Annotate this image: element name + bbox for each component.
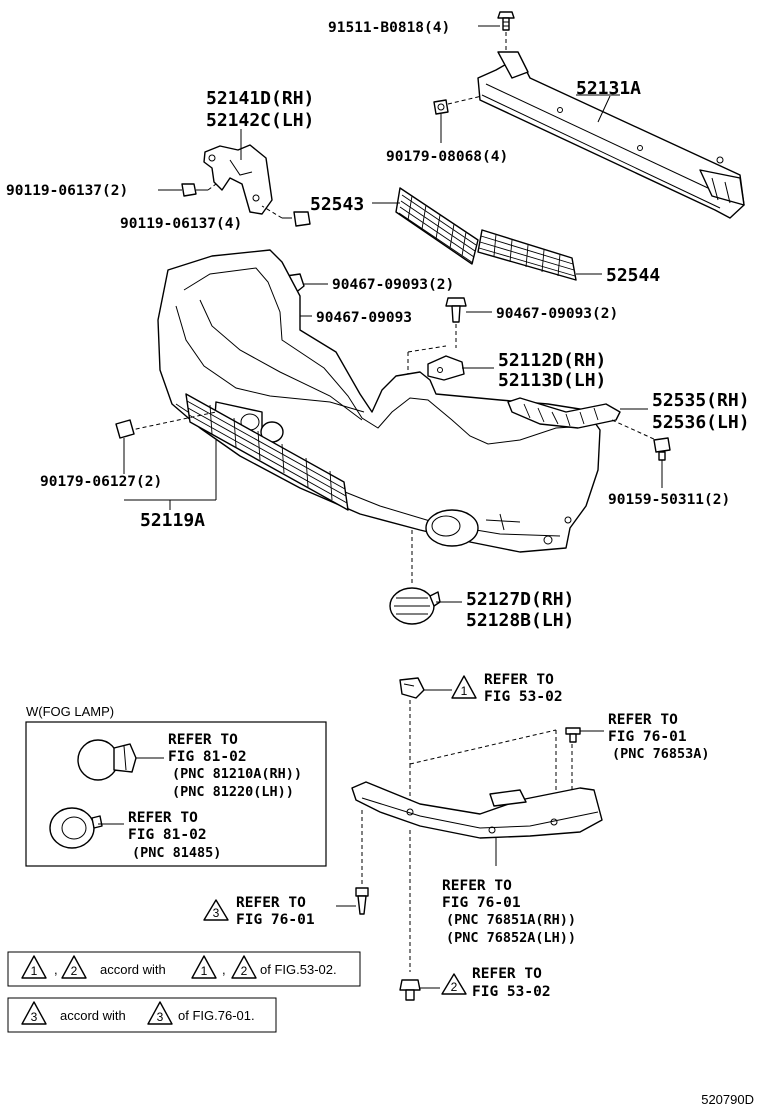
- note-1-box: 1 , 2 accord with 1 , 2 of FIG.53-02.: [7, 951, 361, 987]
- label-bracket-lh: 52142C(LH): [206, 110, 314, 131]
- clip-c-part: [445, 297, 467, 323]
- refer-5302-a-line1: REFER TO: [484, 672, 554, 688]
- grille-lower-part: [477, 229, 577, 281]
- svg-text:2: 2: [241, 964, 248, 978]
- fog-lamp-box: W(FOG LAMP) REFER TO FIG 81-02 (PNC 8121…: [25, 704, 327, 867]
- grille-upper-part: [395, 187, 479, 265]
- clip-reinforcement-part: [433, 99, 449, 115]
- svg-text:3: 3: [31, 1010, 38, 1024]
- spoiler-clip-part: [565, 727, 581, 743]
- bolt-bracket-a-part: [181, 183, 208, 197]
- side-retainer-part: [507, 397, 621, 429]
- lower-spoiler-part: [351, 781, 603, 839]
- refer-7601-left-line2: FIG 76-01: [236, 912, 315, 928]
- svg-text:2: 2: [71, 964, 78, 978]
- note-2-box: 3 accord with 3 of FIG.76-01.: [7, 997, 277, 1033]
- svg-text:3: 3: [213, 906, 220, 920]
- svg-text:1: 1: [461, 684, 468, 698]
- fog-cover-line1: REFER TO: [128, 810, 198, 826]
- refer-mark-1-icon: 1: [451, 675, 477, 699]
- label-retainer-lh: 52113D(LH): [498, 370, 606, 391]
- refer-7601-right-line3: (PNC 76853A): [612, 746, 710, 762]
- spoiler-pin-part: [355, 887, 369, 915]
- fog-cover-line3: (PNC 81485): [132, 845, 221, 861]
- refer-mark-2-icon: 2: [441, 973, 467, 995]
- fog-box-title: W(FOG LAMP): [26, 704, 114, 719]
- fog-lamp-part: [77, 739, 137, 781]
- refer-mark-3-icon: 3: [203, 899, 229, 921]
- refer-7601-left-line1: REFER TO: [236, 895, 306, 911]
- refer-7601-mid-line4: (PNC 76852A(LH)): [446, 930, 576, 946]
- label-reinforcement: 52131A: [576, 78, 641, 99]
- foghole-cover-part: [389, 587, 441, 625]
- svg-text:3: 3: [157, 1010, 164, 1024]
- fog-cover-part: [49, 807, 103, 849]
- svg-text:1: 1: [31, 964, 38, 978]
- label-cover: 52119A: [140, 510, 205, 531]
- label-grille-lower: 52544: [606, 265, 660, 286]
- svg-text:accord with: accord with: [100, 962, 166, 977]
- bolt-top-part: [497, 11, 515, 31]
- label-retainer-rh: 52112D(RH): [498, 350, 606, 371]
- label-foghole-lh: 52128B(LH): [466, 610, 574, 631]
- label-clip-a: 90467-09093(2): [332, 277, 454, 293]
- fog-lamp-line4: (PNC 81220(LH)): [172, 784, 294, 800]
- svg-text:of FIG.53-02.: of FIG.53-02.: [260, 962, 337, 977]
- bracket-part: [203, 144, 273, 215]
- label-bracket-rh: 52141D(RH): [206, 88, 314, 109]
- label-side-rh: 52535(RH): [652, 390, 750, 411]
- svg-text:2: 2: [451, 980, 458, 994]
- label-clip-b: 90467-09093: [316, 310, 412, 326]
- diagram-id: 520790D: [701, 1092, 754, 1107]
- refer-5302-b-line1: REFER TO: [472, 966, 542, 982]
- svg-text:1: 1: [201, 964, 208, 978]
- clip-cover-part: [115, 419, 135, 439]
- label-bolt-bracket-b: 90119-06137(4): [120, 216, 242, 232]
- label-clip-side: 90159-50311(2): [608, 492, 730, 508]
- retainer-part: [427, 355, 465, 381]
- bolt-bracket-b-part: [282, 211, 311, 227]
- refer-5302-a-line2: FIG 53-02: [484, 689, 563, 705]
- refer-7601-mid-line3: (PNC 76851A(RH)): [446, 912, 576, 928]
- svg-text:accord with: accord with: [60, 1008, 126, 1023]
- clip-side-part: [653, 437, 671, 461]
- refer-7601-right-line1: REFER TO: [608, 712, 678, 728]
- label-clip-c: 90467-09093(2): [496, 306, 618, 322]
- svg-text:,: ,: [222, 962, 226, 977]
- svg-text:of FIG.76-01.: of FIG.76-01.: [178, 1008, 255, 1023]
- fog-lamp-line3: (PNC 81210A(RH)): [172, 766, 302, 782]
- clip-5302-part: [399, 677, 425, 699]
- screw-5302-part: [399, 979, 421, 1001]
- refer-7601-mid-line2: FIG 76-01: [442, 895, 521, 911]
- refer-7601-mid-line1: REFER TO: [442, 878, 512, 894]
- fog-cover-line2: FIG 81-02: [128, 827, 207, 843]
- fog-lamp-line1: REFER TO: [168, 732, 238, 748]
- bumper-cover-part: [157, 249, 601, 553]
- bumper-reinforcement-part: [477, 51, 745, 219]
- label-grille-upper: 52543: [310, 194, 364, 215]
- refer-7601-right-line2: FIG 76-01: [608, 729, 687, 745]
- label-bolt-top: 91511-B0818(4): [328, 20, 450, 36]
- refer-5302-b-line2: FIG 53-02: [472, 984, 551, 1000]
- label-side-lh: 52536(LH): [652, 412, 750, 433]
- svg-text:,: ,: [54, 962, 58, 977]
- label-clip-reinf: 90179-08068(4): [386, 149, 508, 165]
- label-bolt-bracket-a: 90119-06137(2): [6, 183, 128, 199]
- fog-lamp-line2: FIG 81-02: [168, 749, 247, 765]
- label-clip-cover: 90179-06127(2): [40, 474, 162, 490]
- label-foghole-rh: 52127D(RH): [466, 589, 574, 610]
